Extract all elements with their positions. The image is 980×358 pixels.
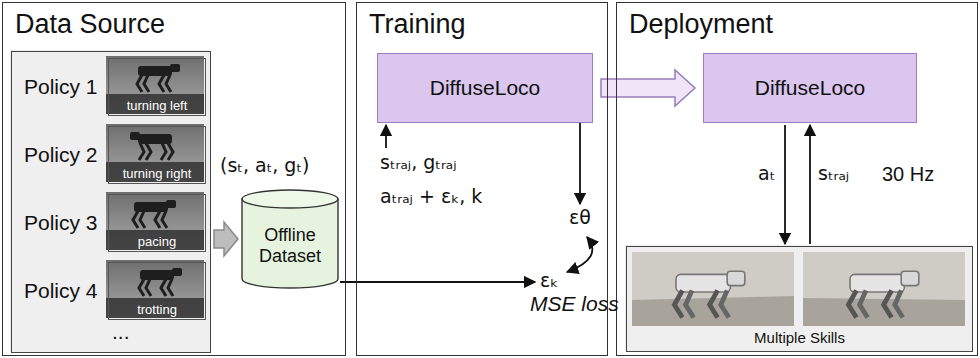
cylinder-outline bbox=[241, 189, 339, 289]
robot-photo bbox=[632, 252, 794, 326]
policy-thumbnail: trotting bbox=[108, 262, 206, 320]
noise-arrow bbox=[340, 281, 535, 283]
input-label: aₜᵣₐⱼ + εₖ, k bbox=[380, 186, 482, 208]
rate-label: 30 Hz bbox=[882, 163, 934, 186]
dataset-cylinder: Offline Dataset bbox=[241, 189, 339, 289]
thumbnail-caption: trotting bbox=[109, 303, 205, 318]
edge-label: aₜ bbox=[758, 163, 775, 185]
robot-figure bbox=[139, 268, 182, 296]
ellipsis: ... bbox=[112, 320, 130, 344]
model-box: DiffuseLoco bbox=[377, 53, 593, 123]
policy-thumbnail: turning left bbox=[108, 58, 206, 116]
panel: TrainingDiffuseLoco bbox=[356, 2, 608, 356]
model-box: DiffuseLoco bbox=[703, 53, 917, 123]
thumbnail-caption: turning left bbox=[109, 99, 205, 114]
transfer-arrow bbox=[601, 70, 695, 106]
robot-figure bbox=[848, 271, 918, 317]
loss-label: MSE loss bbox=[530, 292, 588, 316]
policy-label: Policy 2 bbox=[24, 143, 98, 167]
policy-thumbnail: turning right bbox=[108, 126, 206, 184]
policy-thumbnail: pacing bbox=[108, 194, 206, 252]
deployment-photos bbox=[632, 252, 965, 326]
cylinder-top bbox=[242, 190, 338, 208]
model-label: DiffuseLoco bbox=[430, 76, 541, 100]
panel: DeploymentDiffuseLocoMultiple Skills bbox=[616, 2, 978, 356]
dataset-label: Offline Dataset bbox=[248, 211, 332, 266]
photo-caption: Multiple Skills bbox=[627, 329, 972, 346]
action-arrow bbox=[784, 125, 786, 244]
output-arrow bbox=[579, 123, 581, 204]
state-arrow bbox=[809, 125, 811, 244]
thumbnail-banner bbox=[106, 94, 204, 114]
thumbnail-banner bbox=[106, 162, 204, 182]
thumbnail-caption: pacing bbox=[109, 235, 205, 250]
thumbnail-image bbox=[106, 260, 204, 318]
edge-label: (sₜ, aₜ, gₜ) bbox=[220, 155, 309, 177]
thumbnail-banner bbox=[106, 298, 204, 318]
robot-figure bbox=[130, 132, 173, 160]
panel-title: Training bbox=[369, 9, 466, 40]
robot-photo bbox=[803, 252, 965, 326]
cylinder-body bbox=[242, 199, 338, 288]
robot-figure bbox=[674, 271, 744, 317]
noise-label: εₖ bbox=[540, 270, 558, 292]
edge-label: sₜᵣₐⱼ bbox=[818, 163, 849, 185]
prediction-label: εθ bbox=[569, 207, 591, 229]
loss-arrow bbox=[567, 237, 592, 272]
policy-group: Policy 1 Policy 2 Policy 3 Policy 4... turni… bbox=[11, 51, 211, 353]
thumbnail-banner bbox=[106, 230, 204, 250]
robot-figure bbox=[137, 64, 180, 92]
thumbnail-caption: turning right bbox=[109, 167, 205, 182]
data-flow-arrow bbox=[214, 222, 238, 256]
policy-label: Policy 1 bbox=[24, 75, 98, 99]
model-label: DiffuseLoco bbox=[755, 76, 866, 100]
policy-group-fill bbox=[10, 50, 210, 352]
thumbnail-image bbox=[106, 124, 204, 182]
panel: Data SourcePolicy 1Policy 2Policy 3Polic… bbox=[2, 2, 346, 356]
input-arrow bbox=[385, 125, 387, 148]
panel-title: Deployment bbox=[629, 9, 773, 40]
robot-figure bbox=[133, 200, 176, 228]
photo-box: Multiple Skills bbox=[626, 246, 973, 352]
policy-label: Policy 4 bbox=[24, 279, 98, 303]
photo-group-fill bbox=[625, 245, 972, 351]
thumbnail-images bbox=[106, 56, 204, 318]
training-arrows bbox=[340, 123, 592, 282]
thumbnail-image bbox=[106, 192, 204, 250]
thumbnail-image bbox=[106, 56, 204, 114]
input-label: sₜᵣₐⱼ, gₜᵣₐⱼ bbox=[380, 152, 457, 174]
panel-title: Data Source bbox=[15, 9, 165, 40]
policy-label: Policy 3 bbox=[24, 211, 98, 235]
